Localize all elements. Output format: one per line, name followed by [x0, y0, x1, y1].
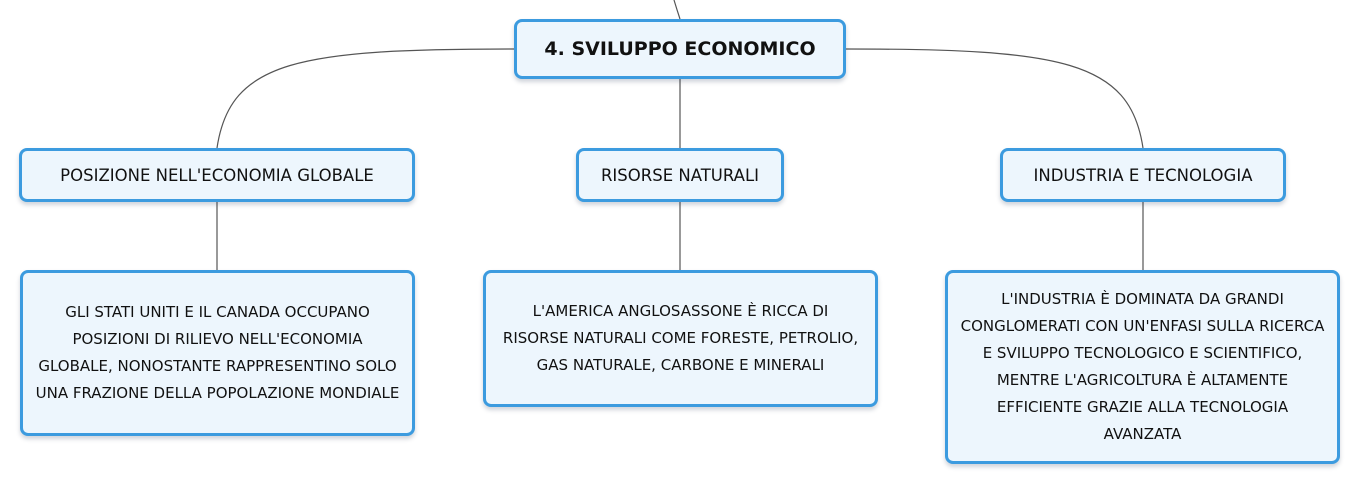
detail-text: L'AMERICA ANGLOSASSONE È RICCA DI RISORS… [502, 302, 859, 374]
topic-node-industry-technology[interactable]: INDUSTRIA E TECNOLOGIA [1000, 148, 1286, 202]
detail-text: GLI STATI UNITI E IL CANADA OCCUPANO POS… [35, 303, 400, 402]
connector-root-to-topic-1 [216, 48, 515, 149]
connector-parent-to-root [673, 0, 681, 20]
topic-label: POSIZIONE NELL'ECONOMIA GLOBALE [60, 165, 374, 185]
topic-label: RISORSE NATURALI [600, 165, 760, 185]
connector-root-to-topic-3 [845, 48, 1144, 149]
detail-text: L'INDUSTRIA È DOMINATA DA GRANDI CONGLOM… [960, 290, 1325, 443]
detail-node-industry-technology[interactable]: L'INDUSTRIA È DOMINATA DA GRANDI CONGLOM… [945, 270, 1340, 464]
topic-node-natural-resources[interactable]: RISORSE NATURALI [576, 148, 784, 202]
central-topic-node[interactable]: 4. SVILUPPO ECONOMICO [514, 19, 846, 79]
central-topic-label: 4. SVILUPPO ECONOMICO [544, 38, 816, 60]
detail-node-natural-resources[interactable]: L'AMERICA ANGLOSASSONE È RICCA DI RISORS… [483, 270, 878, 407]
topic-label: INDUSTRIA E TECNOLOGIA [1033, 165, 1253, 185]
detail-node-global-economy[interactable]: GLI STATI UNITI E IL CANADA OCCUPANO POS… [20, 270, 415, 436]
topic-node-global-economy[interactable]: POSIZIONE NELL'ECONOMIA GLOBALE [19, 148, 415, 202]
